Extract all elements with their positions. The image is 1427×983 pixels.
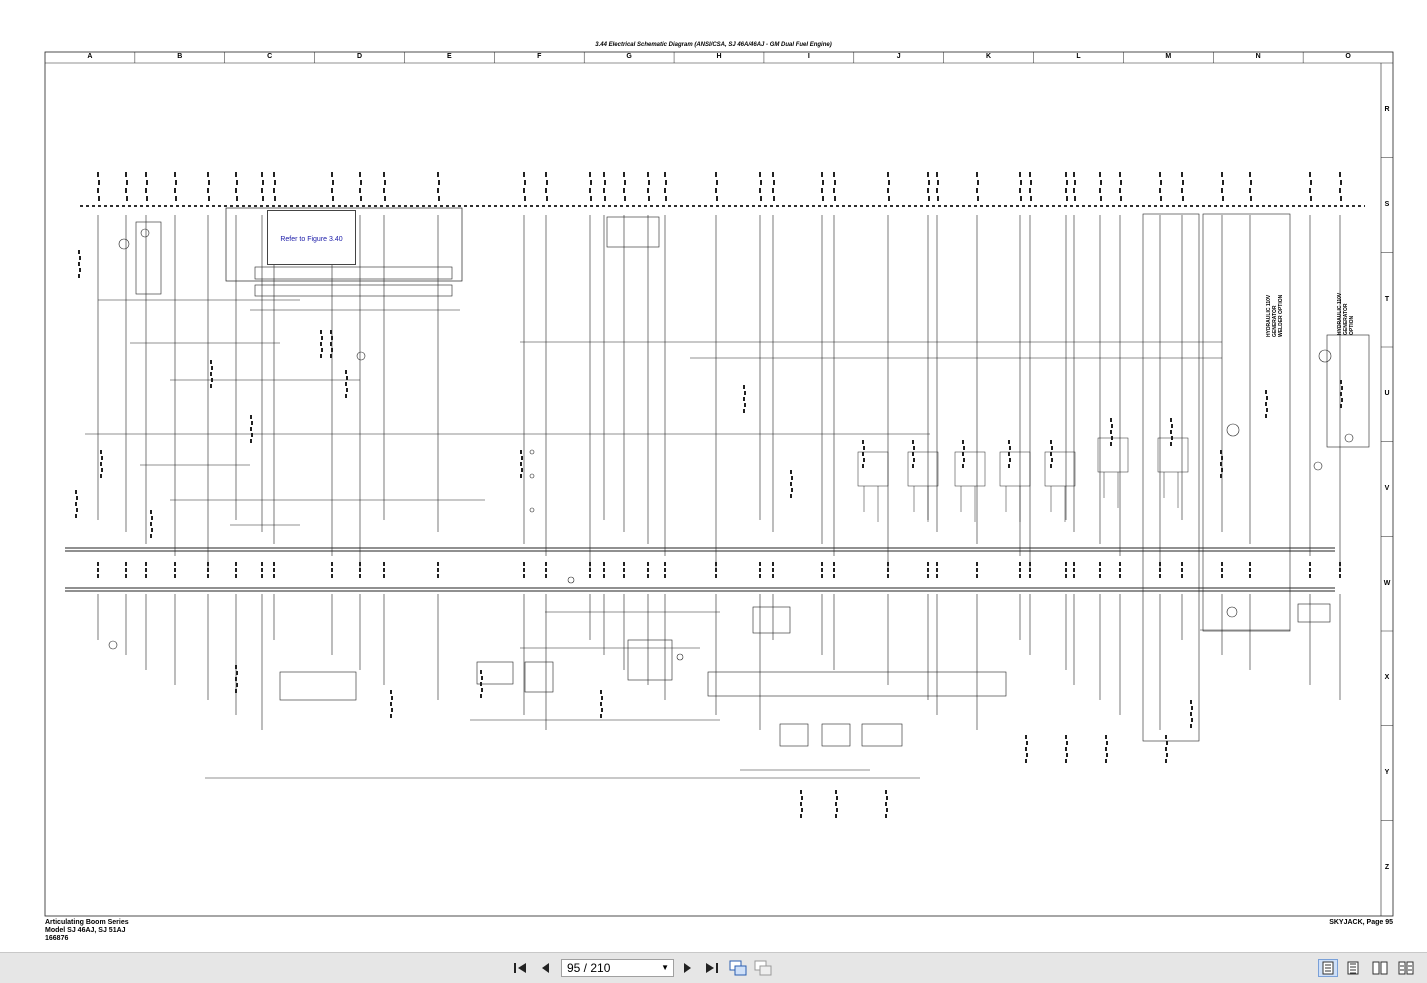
column-label: E (447, 53, 452, 60)
generator-welder-note: HYDRAULIC 110V GENERATOR WELDER OPTION (1266, 294, 1284, 337)
two-page-continuous-view-button[interactable] (1396, 959, 1416, 977)
column-label: O (1345, 53, 1351, 60)
two-page-icon (1372, 961, 1388, 975)
column-label: K (986, 53, 992, 60)
page-title: 3.44 Electrical Schematic Diagram (ANSI/… (595, 42, 832, 48)
last-page-icon (706, 963, 718, 973)
footer-part-number: 166876 (45, 935, 69, 942)
footer-series: Articulating Boom Series (45, 919, 129, 926)
row-label: Z (1384, 863, 1390, 871)
column-label: A (87, 53, 93, 60)
column-label: G (626, 53, 632, 60)
next-arrow-icon (684, 963, 691, 973)
single-page-view-button[interactable] (1318, 959, 1338, 977)
column-label: N (1255, 53, 1261, 60)
row-label: X (1384, 674, 1390, 682)
column-label: L (1076, 53, 1081, 60)
previous-page-button[interactable] (535, 959, 555, 977)
two-page-continuous-icon (1398, 961, 1414, 975)
generator-note: HYDRAULIC 110V GENERATOR OPTION (1337, 292, 1355, 335)
row-label: W (1383, 579, 1391, 587)
column-label: B (177, 53, 183, 60)
chevron-down-icon: ▼ (661, 963, 669, 972)
row-label: U (1384, 390, 1390, 398)
first-page-button[interactable] (510, 959, 530, 977)
continuous-page-icon (1347, 961, 1359, 975)
fit-width-button[interactable] (753, 959, 773, 977)
page-number-display: 95 / 210 (567, 961, 611, 975)
column-label: F (537, 53, 542, 60)
refer-to-figure-text: Refer to Figure 3.40 (280, 236, 343, 243)
two-page-view-button[interactable] (1370, 959, 1390, 977)
fit-width-icon (754, 960, 772, 976)
column-label: J (896, 53, 901, 60)
first-page-icon (514, 963, 526, 973)
column-label: H (716, 53, 722, 60)
column-label: C (267, 53, 273, 60)
footer-page: SKYJACK, Page 95 (1329, 919, 1393, 926)
column-label: M (1165, 53, 1172, 60)
row-label: T (1384, 295, 1390, 303)
pdf-viewer-toolbar: 95 / 210 ▼ (0, 952, 1427, 983)
column-label: I (807, 53, 810, 60)
document-page: 3.44 Electrical Schematic Diagram (ANSI/… (0, 0, 1427, 952)
previous-arrow-icon (542, 963, 549, 973)
footer-model: Model SJ 46AJ, SJ 51AJ (45, 927, 126, 934)
continuous-view-button[interactable] (1343, 959, 1363, 977)
column-label: D (356, 53, 363, 60)
row-label: V (1384, 485, 1390, 492)
next-page-button[interactable] (678, 959, 698, 977)
fit-page-button[interactable] (728, 959, 748, 977)
page-number-select[interactable]: 95 / 210 ▼ (561, 959, 674, 977)
refer-to-figure-box: Refer to Figure 3.40 (267, 210, 356, 265)
footer-left: Articulating Boom Series Model SJ 46AJ, … (45, 919, 129, 943)
fit-page-icon (729, 960, 747, 976)
schematic-diagram (44, 51, 1394, 917)
row-label: S (1384, 201, 1390, 208)
row-label: Y (1384, 769, 1390, 776)
single-page-icon (1322, 961, 1334, 975)
last-page-button[interactable] (702, 959, 722, 977)
row-label: R (1384, 106, 1390, 114)
